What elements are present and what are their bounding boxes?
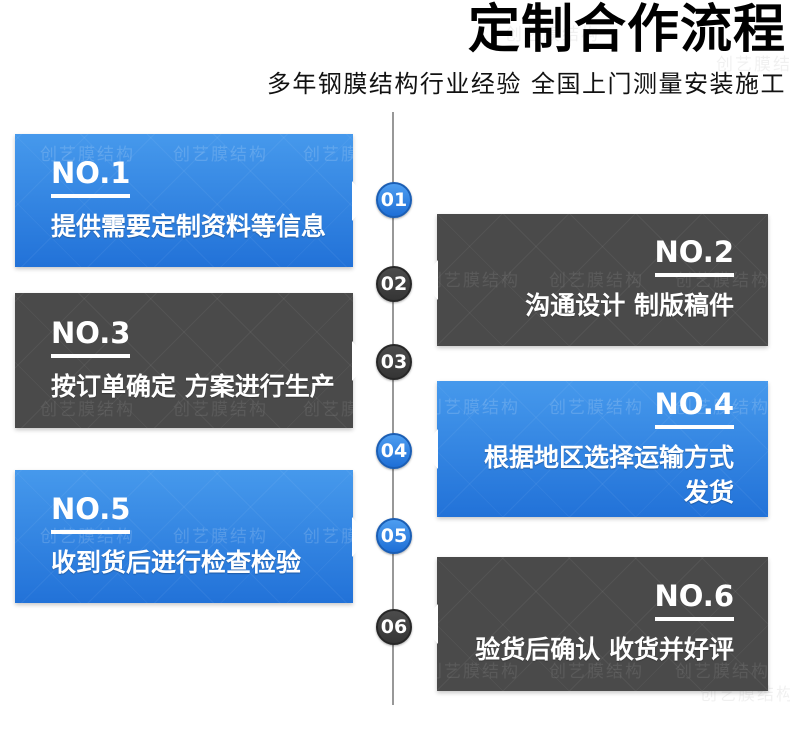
step-description: 沟通设计 制版稿件	[525, 291, 734, 321]
page-subtitle: 多年钢膜结构行业经验 全国上门测量安装施工	[266, 70, 786, 99]
step-box-5: 创艺膜结构 创艺膜结构 创艺膜结构 NO.5 收到货后进行检查检验	[15, 470, 369, 603]
step-description: 根据地区选择运输方式	[483, 443, 734, 473]
arrow-pointer-right-icon	[352, 516, 369, 557]
page-title: 定制合作流程	[467, 0, 786, 60]
step-node-number: 04	[380, 440, 408, 462]
watermark-text: 创艺膜结构	[505, 25, 600, 45]
step-number-label: NO.5	[51, 494, 131, 534]
step-node-6: 06	[376, 609, 412, 645]
step-number-label: NO.6	[654, 582, 734, 622]
step-node-5: 05	[376, 518, 412, 554]
step-box-4: 创艺膜结构 创艺膜结构 创艺膜结构 NO.4 根据地区选择运输方式 发货	[421, 381, 768, 517]
step-description: 提供需要定制资料等信息	[51, 211, 327, 241]
arrow-pointer-right-icon	[352, 180, 369, 221]
step-node-number: 02	[380, 273, 408, 295]
step-box-2: 创艺膜结构 创艺膜结构 创艺膜结构 NO.2 沟通设计 制版稿件	[421, 214, 768, 346]
step-node-number: 01	[380, 189, 408, 211]
step-node-number: 06	[380, 616, 408, 638]
step-number-label: NO.4	[654, 390, 734, 430]
watermark-text: 创艺膜结构	[716, 55, 790, 75]
step-node-number: 03	[380, 351, 408, 373]
step-box-1: 创艺膜结构 创艺膜结构 创艺膜结构 NO.1 提供需要定制资料等信息	[15, 134, 369, 267]
step-node-3: 03	[376, 344, 412, 380]
timeline-line	[392, 112, 394, 705]
arrow-pointer-left-icon	[421, 604, 438, 644]
arrow-pointer-left-icon	[421, 429, 438, 469]
step-node-1: 01	[376, 182, 412, 218]
step-description: 收到货后进行检查检验	[51, 547, 302, 577]
step-number-label: NO.1	[51, 158, 131, 198]
step-node-number: 05	[380, 525, 408, 547]
step-number-label: NO.2	[654, 238, 734, 278]
step-box-3: 创艺膜结构 创艺膜结构 创艺膜结构 NO.3 按订单确定 方案进行生产	[15, 293, 369, 428]
step-node-4: 04	[376, 433, 412, 469]
step-number-label: NO.3	[51, 318, 131, 358]
arrow-pointer-left-icon	[421, 260, 438, 300]
header: 定制合作流程 多年钢膜结构行业经验 全国上门测量安装施工	[266, 0, 786, 99]
step-box-6: 创艺膜结构 创艺膜结构 创艺膜结构 NO.6 验货后确认 收货并好评	[421, 557, 768, 691]
arrow-pointer-right-icon	[352, 340, 369, 381]
step-description: 发货	[683, 477, 734, 507]
step-description: 验货后确认 收货并好评	[475, 635, 734, 665]
step-node-2: 02	[376, 266, 412, 302]
step-description: 按订单确定 方案进行生产	[51, 371, 335, 401]
